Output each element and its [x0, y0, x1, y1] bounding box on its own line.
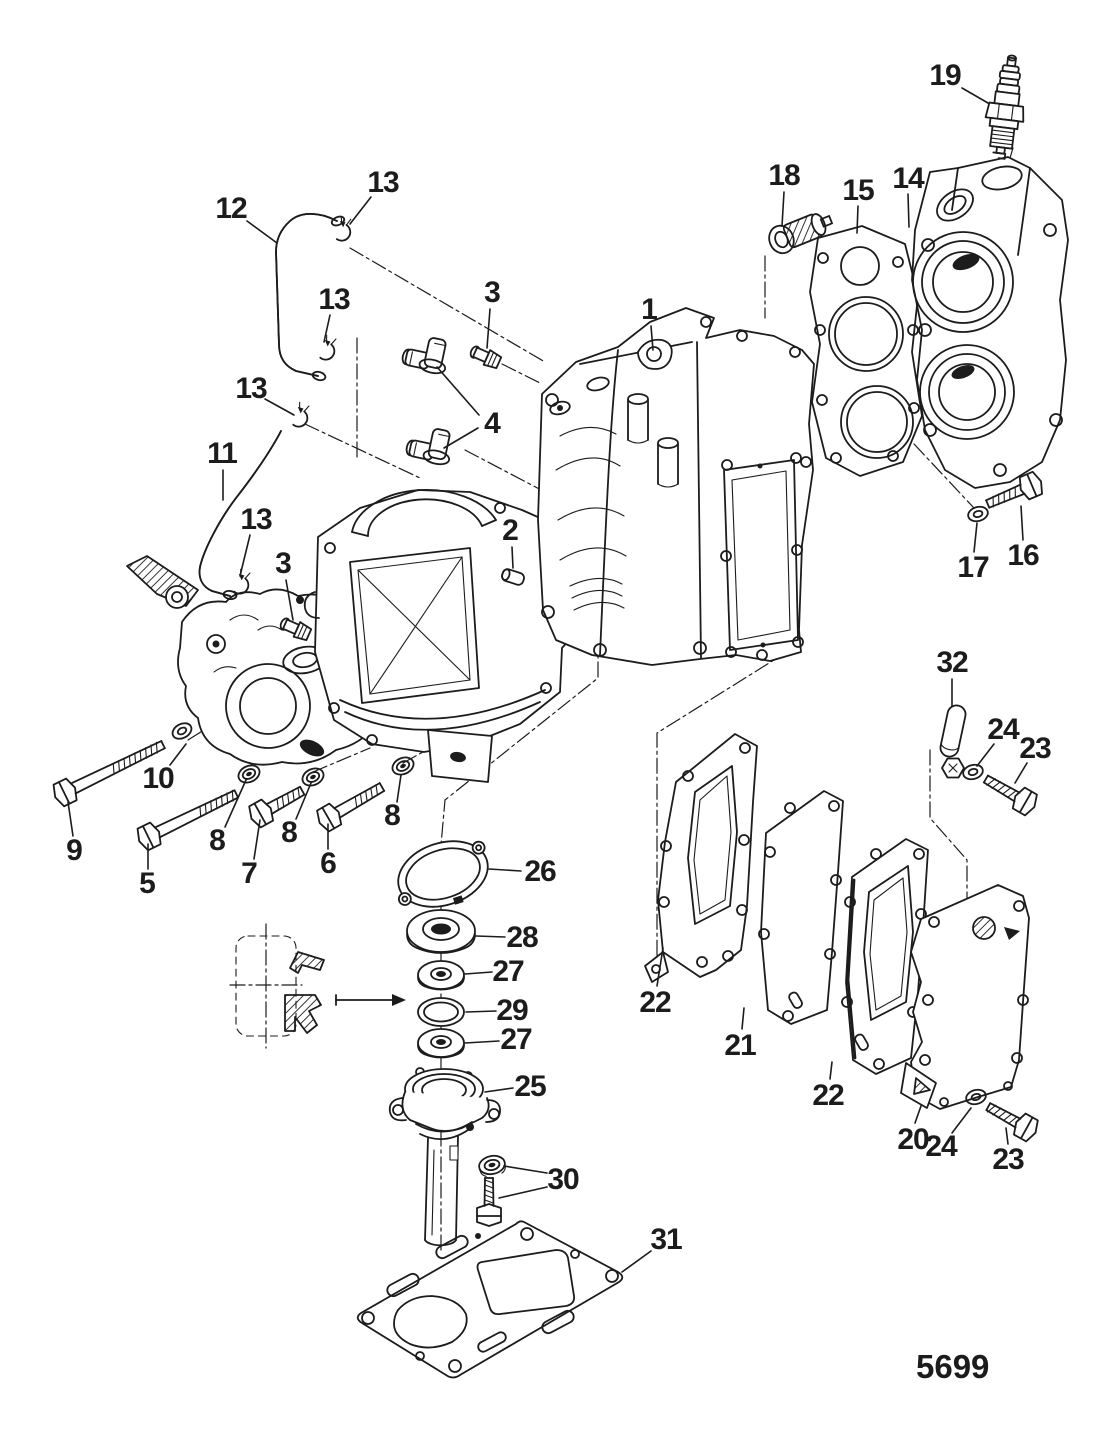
bolt-23-lower: [985, 1102, 1043, 1145]
callout-30: 30: [547, 1163, 579, 1196]
pin-seat: [941, 757, 965, 779]
washer-27-lower: [417, 1028, 465, 1059]
callout-23: 23: [1019, 732, 1051, 765]
callout-27: 27: [500, 1023, 532, 1056]
callout-25: 25: [514, 1070, 546, 1103]
bolt-5: [133, 789, 239, 853]
callout-28: 28: [506, 921, 538, 954]
callout-22: 22: [812, 1079, 844, 1112]
callout-11: 11: [207, 437, 238, 470]
callout-24: 24: [987, 713, 1019, 746]
callout-13: 13: [235, 372, 267, 405]
dowel-pin-32: [939, 704, 967, 758]
o-ring-29: [417, 997, 465, 1027]
callout-1: 1: [641, 293, 658, 326]
callout-24: 24: [925, 1130, 957, 1163]
callout-2: 2: [502, 514, 519, 547]
bolt-23-upper: [982, 774, 1042, 819]
exhaust-plate-21: [758, 790, 844, 1025]
callout-8: 8: [281, 816, 298, 849]
exhaust-cover-20: [900, 884, 1030, 1110]
callout-16: 16: [1007, 539, 1039, 572]
callout-13: 13: [318, 283, 350, 316]
seal-orientation-inset: [229, 923, 406, 1049]
callout-23: 23: [992, 1143, 1024, 1176]
bolt-9: [49, 740, 166, 809]
callout-22: 22: [639, 986, 671, 1019]
water-hose-11: [198, 430, 282, 600]
callout-20: 20: [897, 1123, 929, 1156]
callout-13: 13: [240, 503, 272, 536]
callout-18: 18: [768, 159, 800, 192]
washer-27-upper: [417, 960, 465, 991]
callout-17: 17: [957, 551, 989, 584]
callout-5: 5: [139, 867, 156, 900]
callout-21: 21: [724, 1029, 756, 1062]
callout-3: 3: [484, 276, 501, 309]
callout-10: 10: [142, 762, 174, 795]
head-gasket-15: [809, 225, 923, 477]
water-hose-12: [275, 212, 346, 382]
crankcase-half: [303, 489, 601, 783]
nut-and-bolt-30: [476, 1154, 506, 1227]
callout-14: 14: [892, 162, 924, 195]
callout-8: 8: [384, 799, 401, 832]
thermostat-18: [768, 213, 833, 255]
callout-15: 15: [842, 174, 874, 207]
seal-carrier-gasket-26: [397, 840, 489, 908]
callout-19: 19: [929, 59, 961, 92]
callout-32: 32: [936, 646, 968, 679]
base-gasket-31: [356, 1220, 624, 1379]
callout-12: 12: [215, 192, 247, 225]
cylinder-block: [537, 307, 815, 666]
bolt-7: [244, 785, 306, 831]
callout-3: 3: [275, 547, 292, 580]
callout-13: 13: [367, 166, 399, 199]
callout-8: 8: [209, 824, 226, 857]
dowel-pin-2: [501, 568, 525, 586]
cylinder-head-14: [911, 156, 1069, 489]
primer-handle: [126, 555, 199, 609]
callout-26: 26: [524, 855, 556, 888]
callout-7: 7: [241, 857, 258, 890]
callout-27: 27: [492, 955, 524, 988]
bolt-6: [312, 782, 386, 835]
callout-4: 4: [484, 407, 501, 440]
seal-28: [406, 909, 476, 954]
callout-29: 29: [496, 994, 528, 1027]
callout-31: 31: [650, 1223, 682, 1256]
callout-9: 9: [66, 834, 83, 867]
diagram-number: 5699: [916, 1348, 990, 1385]
seal-housing-25: [388, 1067, 501, 1247]
callout-6: 6: [320, 847, 337, 880]
spark-plug-19: [984, 54, 1025, 160]
exhaust-gasket-22-left: [644, 733, 758, 983]
head-bolt-16: [985, 469, 1047, 509]
